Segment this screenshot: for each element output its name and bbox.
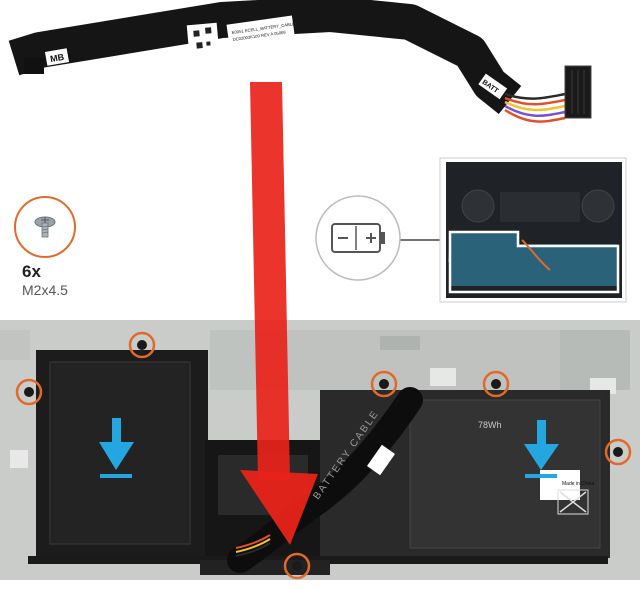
cable-wires [235, 534, 271, 557]
press-down-arrow-right-icon [524, 420, 559, 478]
laptop-base-inset [439, 157, 627, 303]
screw-circle-5 [604, 438, 632, 466]
screw-circle-3 [370, 370, 398, 398]
press-down-arrow-left-icon [99, 418, 134, 478]
screw-circle-1 [128, 331, 156, 359]
recycle-bin-icon [557, 489, 589, 515]
battery-cable-detached: E0051 ECELL_BATTERY_CABLE DC02003K100 RE… [8, 0, 592, 123]
battery-highlight-outline [448, 230, 620, 294]
batt-tag [478, 73, 508, 100]
screw-callout-circle [14, 196, 76, 258]
battery-location-callout [315, 195, 450, 281]
screw-circle-4 [482, 370, 510, 398]
screw-highlight-circles [15, 331, 632, 580]
screw-circle-2 [15, 378, 43, 406]
screw-count: 6x [22, 262, 41, 281]
mb-tag [44, 48, 70, 66]
battery-capacity: 78Wh [478, 420, 502, 430]
cable-qr-label [186, 22, 220, 56]
screws [24, 340, 623, 571]
cable-label-qr [366, 444, 396, 476]
red-direction-arrow [240, 82, 318, 545]
screw-circle-6 [283, 552, 311, 580]
made-in-label: Made in China [562, 481, 594, 487]
mb-connector [24, 58, 44, 74]
cable-info-label [226, 15, 296, 51]
screw-size: M2x4.5 [22, 282, 68, 298]
screw-icon [34, 216, 56, 238]
mb-label: MB [49, 52, 65, 64]
